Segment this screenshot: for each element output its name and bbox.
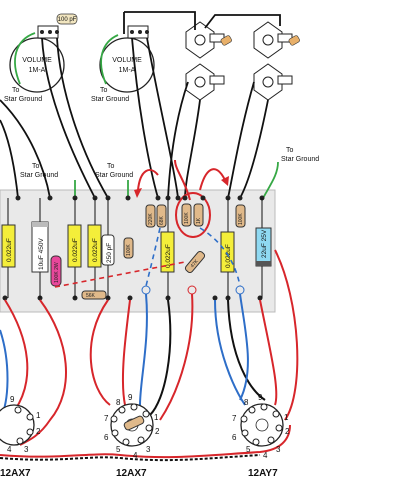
svg-text:100K: 100K [238, 213, 244, 225]
svg-text:250 pF: 250 pF [106, 243, 113, 263]
annotation-arrows [134, 159, 229, 238]
svg-text:100K: 100K [126, 244, 132, 256]
small-cap-100pf: 100 pF [56, 13, 78, 25]
svg-text:Star Ground: Star Ground [95, 172, 133, 179]
svg-text:100K: 100K [184, 212, 190, 224]
tube3-pin-label: 9 [258, 393, 263, 402]
svg-text:0.022uF: 0.022uF [92, 238, 99, 262]
tube2-pin-label: 9 [128, 393, 133, 402]
svg-text:56K: 56K [86, 293, 96, 299]
resistor-100k-b: 100K [181, 203, 192, 227]
input-jack-2 [253, 21, 300, 59]
svg-text:To: To [12, 87, 20, 94]
tube2-pin-label: 4 [133, 451, 138, 460]
pot1-label: VOLUME [22, 57, 52, 64]
tube1-pin-label: 3 [24, 445, 29, 454]
cap-yellow-4: 0.022uF [160, 198, 175, 298]
tube2-label: 12AX7 [116, 468, 147, 479]
svg-text:100K 2W: 100K 2W [54, 262, 60, 283]
svg-text:To: To [107, 163, 115, 170]
input-jack-4 [253, 63, 293, 101]
tube2-pin-label: 5 [116, 445, 121, 454]
tube2-pin-label: 8 [116, 398, 121, 407]
resistor-68k: 68K [156, 204, 167, 228]
dashed-wires [54, 227, 241, 288]
svg-text:To: To [100, 87, 108, 94]
black-wires [0, 11, 281, 199]
svg-text:1K: 1K [196, 217, 202, 224]
cap-yellow-1: 0.022uF [1, 198, 16, 298]
tube3-pin-label: 7 [232, 414, 237, 423]
ground-wires [14, 32, 279, 201]
resistor-100k-c: 100K [235, 204, 246, 228]
svg-text:220K: 220K [148, 213, 154, 225]
cap-yellow-2: 0.022uF [67, 198, 82, 298]
pot2-value: 1M-A [119, 67, 136, 74]
resistor-47k: 47K [184, 250, 206, 274]
tube2-pin-label: 7 [104, 414, 109, 423]
tube2-pin-label: 3 [146, 445, 151, 454]
pot1-value: 1M-A [29, 67, 46, 74]
resistor-100k-2w: 100K 2W [50, 255, 62, 287]
svg-text:0.022uF: 0.022uF [72, 238, 79, 262]
tube2-pin-label: 6 [104, 433, 109, 442]
tube-socket-3: 9 8 7 6 1 2 3 4 5 12AY7 [232, 393, 290, 479]
tube1-pin-label: 2 [36, 427, 41, 436]
resistor-1k: 1K [193, 203, 204, 227]
tube2-pin-label: 1 [154, 413, 159, 422]
tube3-pin-label: 4 [263, 451, 268, 460]
tube3-pin-label: 5 [246, 445, 251, 454]
lower-wires [0, 249, 299, 462]
svg-text:0.022uF: 0.022uF [165, 244, 172, 268]
turret-posts [2, 195, 265, 301]
small-cap-label: 100 pF [58, 17, 77, 23]
tube3-pin-label: 3 [276, 445, 281, 454]
tube3-label: 12AY7 [248, 468, 278, 479]
cap-white-250pf: 250 pF [101, 198, 115, 298]
pot2-label: VOLUME [112, 57, 142, 64]
svg-text:10uF 450V: 10uF 450V [38, 238, 45, 270]
volume-pot-1: VOLUME 1M-A [9, 25, 65, 93]
input-jack-3 [185, 63, 225, 101]
cap-yellow-3: 0.022uF [87, 198, 102, 298]
tube1-pin-label: 4 [7, 445, 12, 454]
svg-text:22uF 25V: 22uF 25V [261, 229, 268, 258]
svg-text:0.022uF: 0.022uF [6, 238, 13, 262]
input-jack-1 [185, 21, 232, 59]
tube3-pin-label: 8 [244, 398, 249, 407]
volume-pot-2: VOLUME 1M-A [99, 25, 155, 93]
resistor-100k-a: 100K [123, 237, 134, 259]
svg-text:Star Ground: Star Ground [91, 96, 129, 103]
tube3-pin-label: 1 [284, 413, 289, 422]
resistor-220k: 220K [145, 204, 156, 228]
svg-text:To: To [286, 147, 294, 154]
tube3-pin-label: 6 [232, 433, 237, 442]
tube-socket-2: 9 8 7 6 1 2 3 4 5 12AX7 [104, 393, 160, 479]
svg-text:Star Ground: Star Ground [4, 96, 42, 103]
star-ground-label-5: To Star Ground [281, 147, 319, 163]
resistor-56k: 56K [81, 290, 107, 300]
svg-text:Star Ground: Star Ground [281, 156, 319, 163]
tube3-pin-label: 2 [285, 427, 290, 436]
star-ground-label-2: To Star Ground [91, 87, 129, 103]
tube1-pin-label: 1 [36, 411, 41, 420]
svg-text:To: To [32, 163, 40, 170]
cap-blue-22uf: 22uF 25V [255, 198, 272, 298]
star-ground-label-1: To Star Ground [4, 87, 42, 103]
tube1-pin-label: 9 [10, 395, 15, 404]
tube-socket-1: 9 1 2 3 4 12AX7 [0, 395, 41, 479]
svg-text:68K: 68K [159, 215, 165, 225]
svg-text:Star Ground: Star Ground [20, 172, 58, 179]
tube2-pin-label: 2 [155, 427, 160, 436]
svg-text:47K: 47K [190, 258, 201, 269]
star-ground-label-3: To Star Ground [20, 163, 58, 179]
cap-electrolytic: 10uF 450V [31, 198, 49, 298]
tube1-label: 12AX7 [0, 468, 31, 479]
star-ground-label-4: To Star Ground [95, 163, 133, 179]
